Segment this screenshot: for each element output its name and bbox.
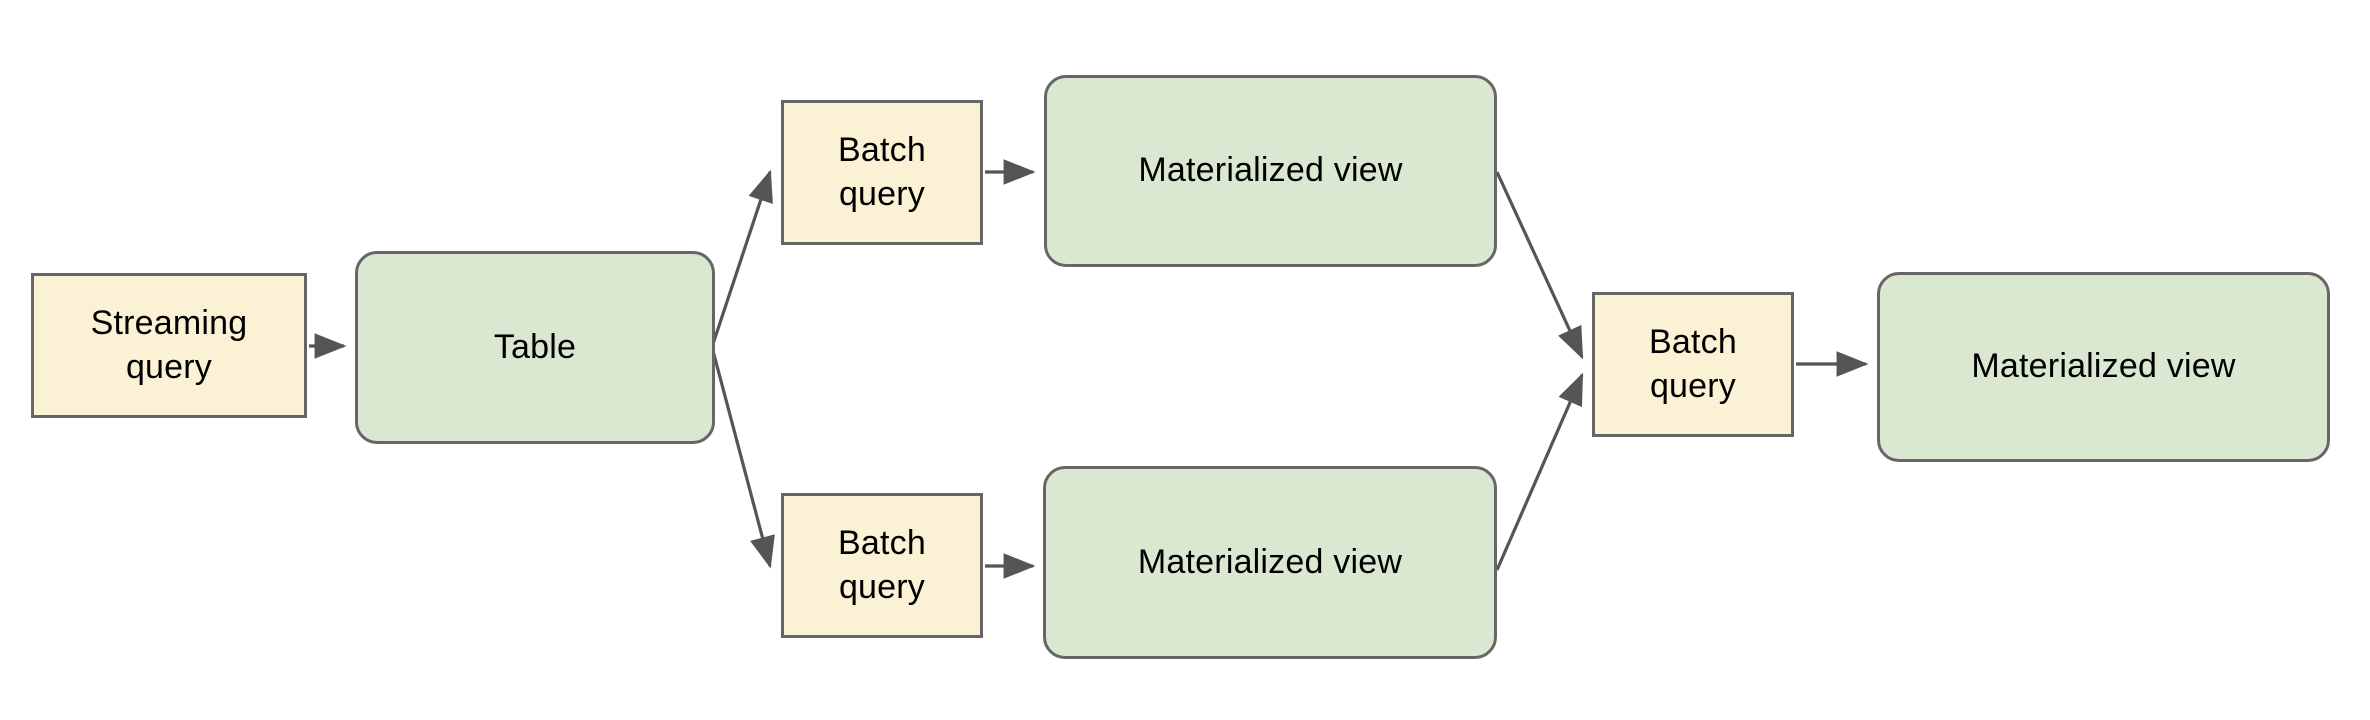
node-label-streaming-query: Streaming query [90,303,248,386]
edge-table-to-batch-bottom [710,346,775,569]
node-label-batch-query-final: Batch query [1649,322,1737,405]
edge-mv-top-to-batch-final [1495,171,1584,360]
node-streaming-query[interactable]: Streaming query [31,273,307,418]
node-label-table: Table [493,327,577,366]
node-batch-query-top[interactable]: Batch query [781,100,983,245]
node-table[interactable]: Table [355,251,715,444]
node-materialized-view-final[interactable]: Materialized view [1877,272,2330,462]
edge-table-to-batch-top [710,169,773,348]
node-label-materialized-view-final: Materialized view [1971,347,2236,386]
edge-mv-bottom-to-batch-final [1495,372,1584,571]
node-batch-query-bottom[interactable]: Batch query [781,493,983,638]
node-label-materialized-view-bottom: Materialized view [1137,542,1403,581]
node-materialized-view-top[interactable]: Materialized view [1044,75,1497,267]
node-label-materialized-view-top: Materialized view [1138,151,1403,190]
node-batch-query-final[interactable]: Batch query [1592,292,1794,437]
node-label-batch-query-top: Batch query [838,130,926,213]
node-label-batch-query-bottom: Batch query [838,523,926,606]
node-materialized-view-bottom[interactable]: Materialized view [1043,466,1497,659]
